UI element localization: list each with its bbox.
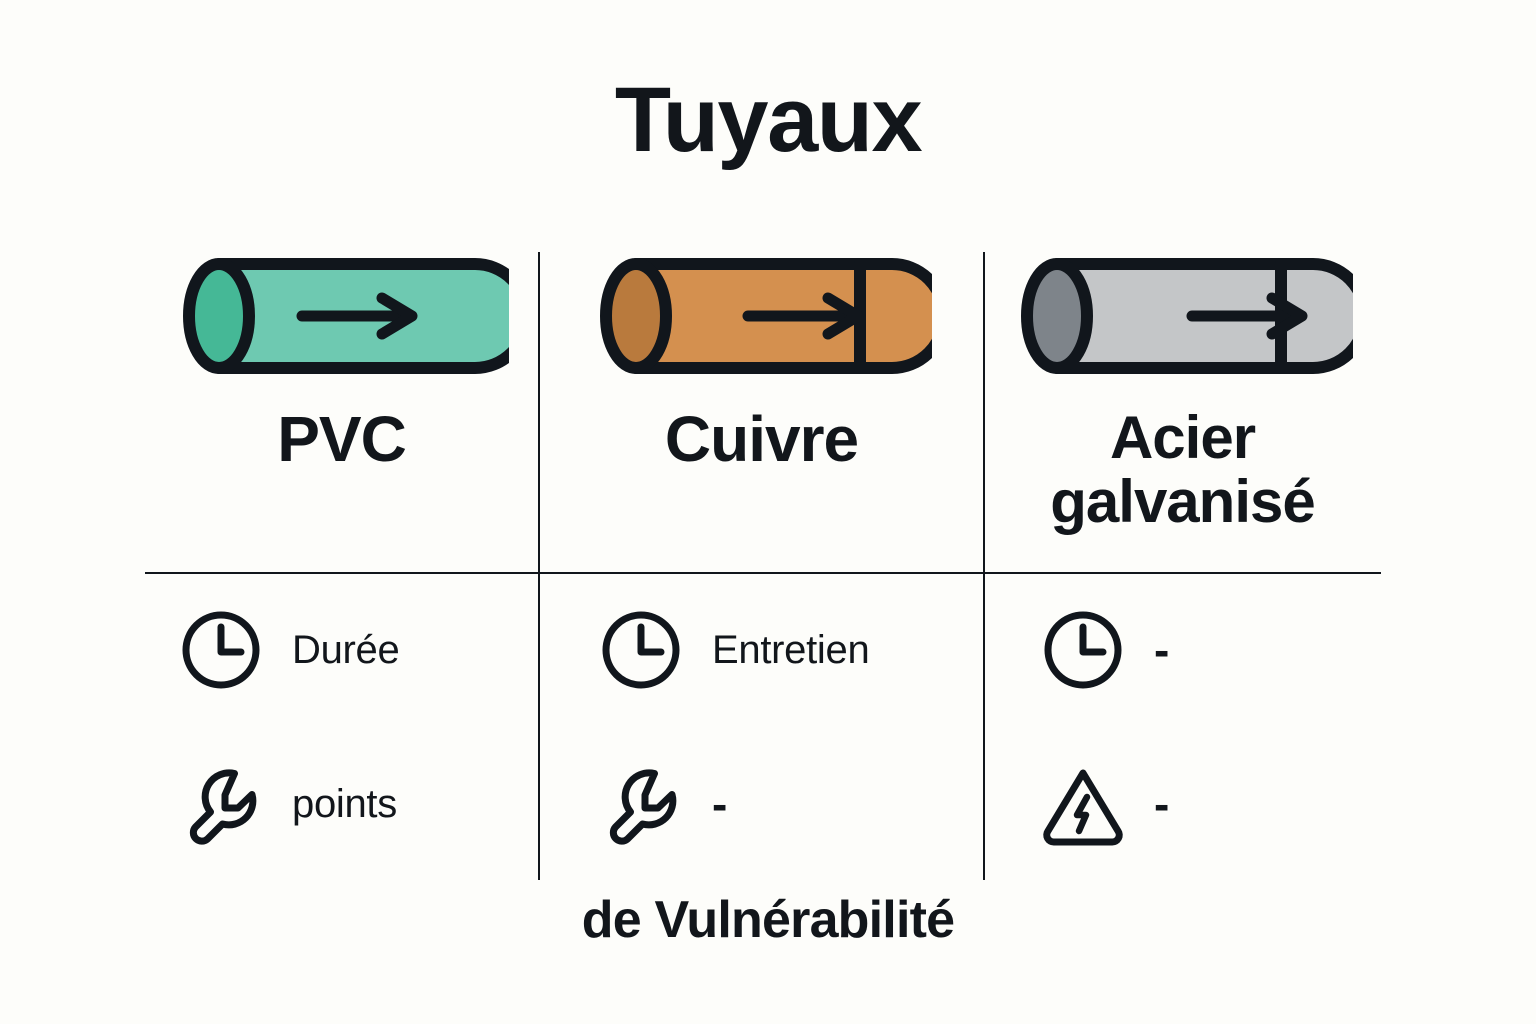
clock-icon — [1040, 607, 1126, 693]
attribute-label: - — [712, 778, 728, 830]
column-acier: Acier galvanisé — [985, 250, 1380, 533]
arrow-right-icon — [296, 292, 418, 340]
column-divider-2 — [983, 252, 985, 880]
page-title: Tuyaux — [614, 69, 923, 171]
attributes-pvc: Durée points — [178, 600, 400, 854]
arrow-right-icon — [1186, 292, 1308, 340]
section-divider — [145, 572, 1381, 574]
wrench-icon — [178, 761, 264, 847]
wrench-icon — [598, 761, 684, 847]
warning-bolt-icon — [1040, 761, 1126, 847]
column-cuivre: Cuivre — [540, 250, 983, 474]
attribute-row: points — [178, 754, 399, 854]
attribute-row: - — [598, 754, 869, 854]
attribute-label: points — [292, 781, 397, 826]
pipe-icon — [1020, 258, 1353, 374]
arrow-right-icon — [742, 292, 864, 340]
material-name-cuivre: Cuivre — [664, 403, 859, 475]
attribute-row: - — [1040, 754, 1169, 854]
column-pvc: PVC — [145, 250, 538, 474]
pipe-icon — [599, 258, 932, 374]
attribute-label: Durée — [292, 627, 400, 672]
footer-note: de Vulnérabilité — [581, 891, 955, 949]
attribute-label: - — [1154, 778, 1170, 830]
column-divider-1 — [538, 252, 540, 880]
material-name-pvc: PVC — [277, 403, 407, 475]
attributes-acier: - - — [1040, 600, 1169, 854]
material-name-acier-line2: galvanisé — [1050, 467, 1316, 535]
material-name-acier-line1: Acier — [1109, 404, 1256, 471]
pipe-graphic-cuivre — [540, 250, 983, 382]
clock-icon — [178, 607, 264, 693]
attribute-row: Entretien — [598, 600, 870, 700]
material-name-acier: Acier galvanisé — [985, 406, 1380, 533]
clock-icon — [598, 607, 684, 693]
attribute-label: - — [1154, 624, 1170, 676]
attributes-cuivre: Entretien - — [598, 600, 870, 854]
attribute-label: Entretien — [712, 627, 870, 672]
attribute-row: Durée — [178, 600, 400, 700]
pipe-graphic-acier — [985, 250, 1380, 382]
attribute-row: - — [1040, 600, 1169, 700]
